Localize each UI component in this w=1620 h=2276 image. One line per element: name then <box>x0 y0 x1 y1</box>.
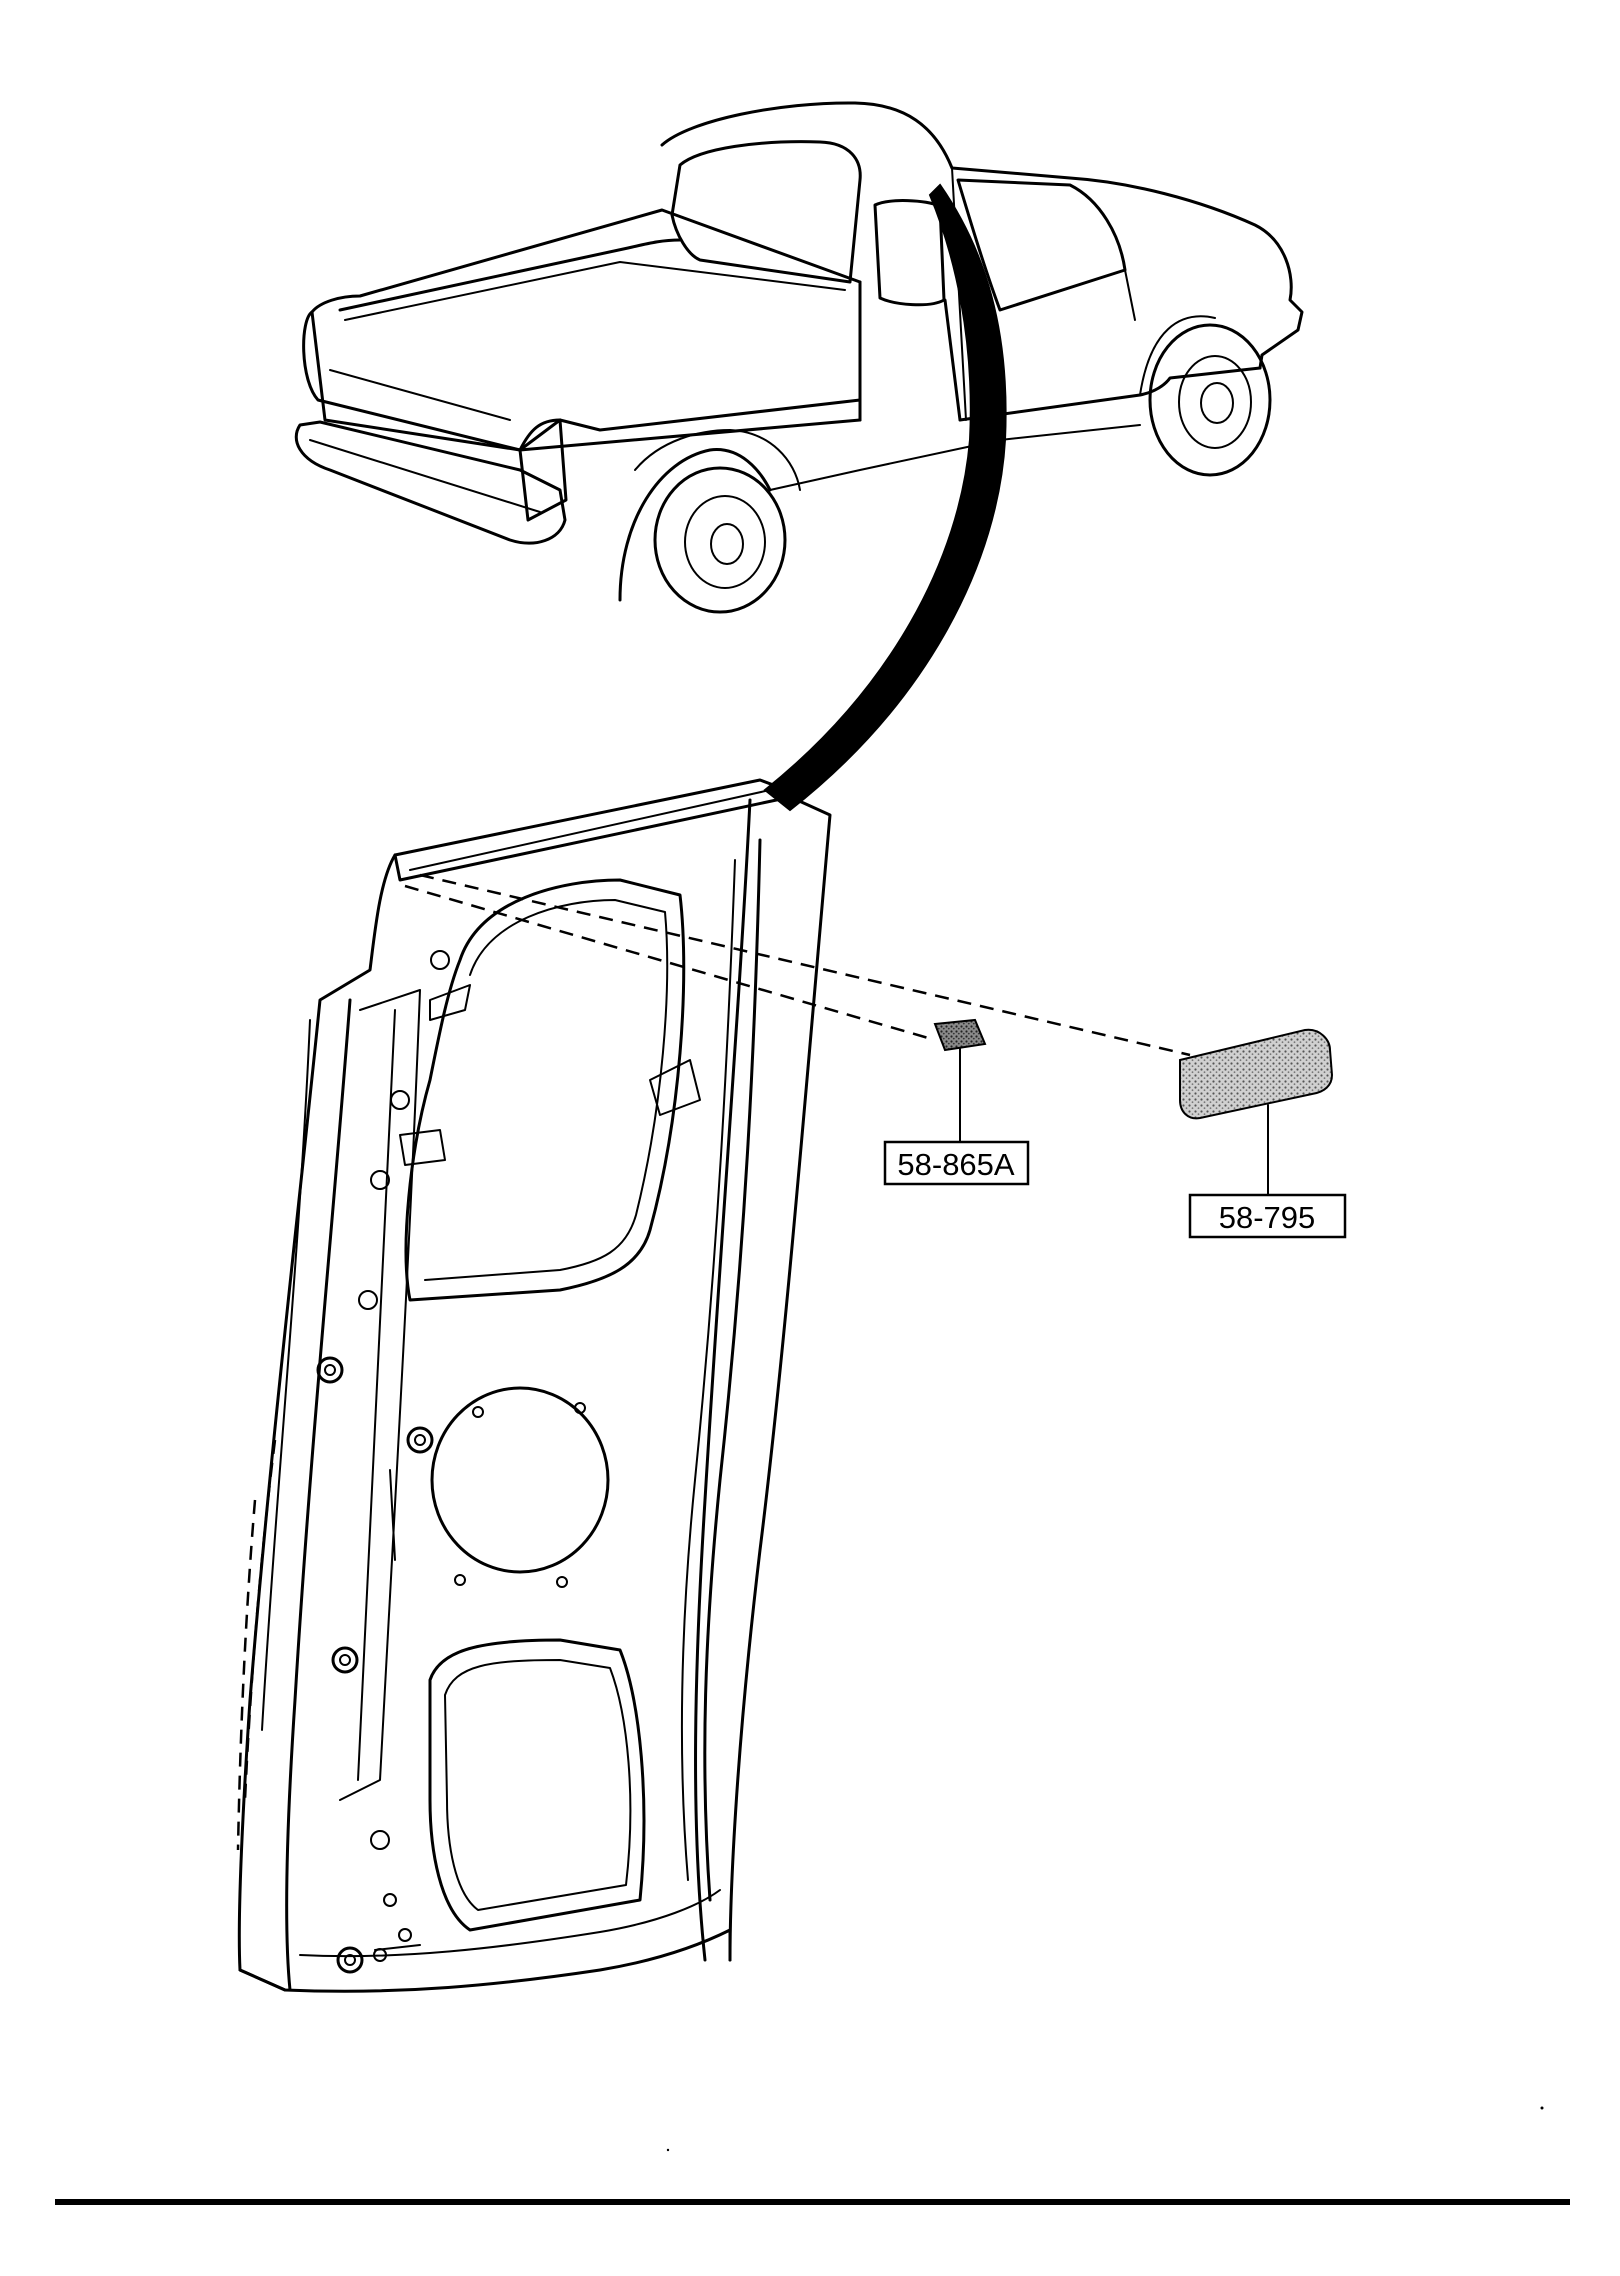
callout-58-865A[interactable]: 58-865A <box>883 1140 1030 1186</box>
part-58-865A-pad[interactable] <box>933 1018 987 1143</box>
leader-line-58-795 <box>419 873 1191 1057</box>
zoom-connector-band <box>763 183 1007 812</box>
scan-speck <box>1540 2106 1544 2110</box>
callout-58-795-label: 58-795 <box>1219 1200 1316 1235</box>
callout-58-795[interactable]: 58-795 <box>1188 1193 1347 1239</box>
scan-speck <box>666 2148 670 2152</box>
callout-58-865A-label: 58-865A <box>897 1147 1015 1182</box>
pickup-truck-illustration <box>294 101 1304 614</box>
part-58-795-pad[interactable] <box>1179 1028 1334 1196</box>
rear-door-inner-panel <box>236 778 832 1993</box>
leader-line-58-865A <box>404 884 936 1042</box>
